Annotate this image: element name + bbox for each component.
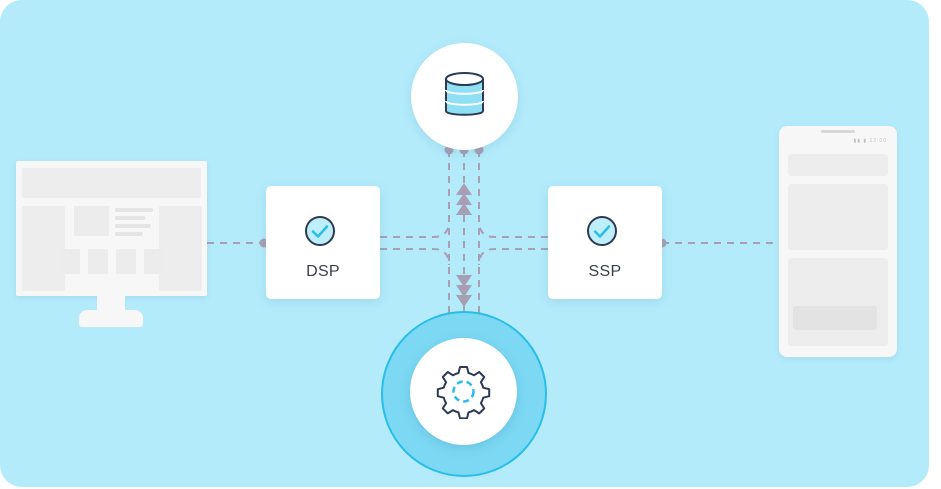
connector-dsp-up xyxy=(380,220,450,238)
database-icon xyxy=(445,72,484,116)
check-icon xyxy=(587,216,617,246)
connector-ssp-down xyxy=(478,248,548,266)
monitor-stand xyxy=(97,296,125,312)
phone-status: ▮▮ ▮ 12:00 xyxy=(853,138,887,144)
connector-dsp-down xyxy=(380,248,450,266)
ssp-node: SSP xyxy=(548,186,662,299)
monitor-base xyxy=(79,310,143,327)
dsp-node: DSP xyxy=(266,186,380,299)
database-node xyxy=(411,43,518,150)
check-icon xyxy=(305,216,335,246)
monitor-icon xyxy=(16,161,207,296)
arrow-down-icon xyxy=(456,275,472,307)
gear-node xyxy=(410,338,517,445)
gear-icon xyxy=(436,366,491,419)
arrow-up-icon xyxy=(456,183,472,215)
connector-ssp-up xyxy=(478,220,548,238)
dsp-label: DSP xyxy=(306,263,340,280)
phone-icon: ▮▮ ▮ 12:00 xyxy=(779,126,897,357)
ssp-label: SSP xyxy=(588,263,622,280)
